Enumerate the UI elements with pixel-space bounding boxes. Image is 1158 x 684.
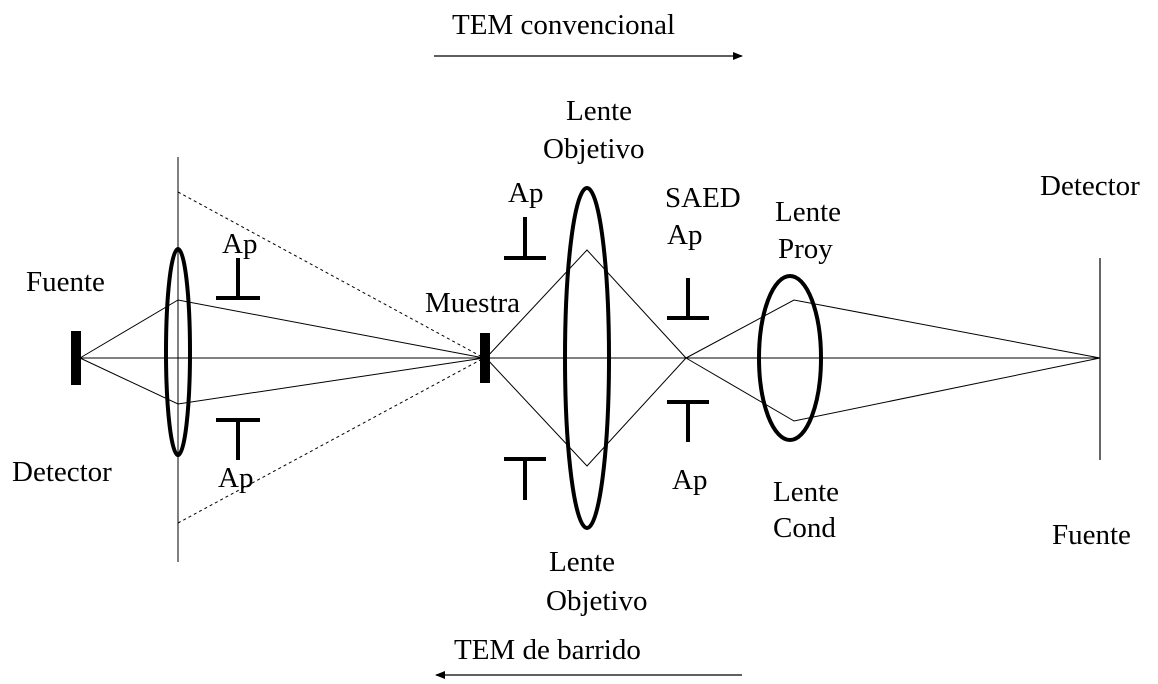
label-detector-left: Detector: [12, 456, 112, 488]
projector-lens: [757, 274, 823, 442]
aperture-saed-lower: [667, 400, 709, 442]
label-lente-proy-2: Proy: [778, 233, 833, 265]
label-ap-lower-left: Ap: [218, 462, 254, 494]
left-ray-upper: [79, 299, 485, 359]
label-saed-1: SAED: [665, 182, 741, 214]
left-source-block: [71, 331, 81, 385]
label-lente-cond-2: Cond: [773, 512, 836, 544]
label-lente-objetivo-top-2: Objetivo: [543, 133, 645, 165]
aperture-lower-left: [216, 418, 260, 460]
aperture-lower-objective: [504, 457, 546, 500]
scan-envelope-upper: [177, 191, 485, 359]
objective-ray-lower: [485, 357, 687, 467]
left-ray-lower: [79, 357, 485, 405]
objective-lens: [563, 186, 611, 530]
label-ap-lower-mid: Ap: [672, 464, 708, 496]
label-lente-objetivo-bottom-1: Lente: [549, 546, 616, 578]
scan-envelope-lower: [177, 357, 485, 524]
direction-label-scanning: TEM de barrido: [454, 634, 641, 666]
label-fuente-right: Fuente: [1052, 519, 1131, 551]
aperture-upper-left: [216, 258, 260, 300]
label-lente-objetivo-top-1: Lente: [566, 95, 633, 127]
label-saed-2: Ap: [667, 219, 703, 251]
label-muestra: Muestra: [425, 287, 521, 319]
aperture-saed-upper: [667, 278, 709, 320]
objective-ray-upper: [485, 249, 687, 359]
direction-label-conventional: TEM convencional: [452, 9, 676, 41]
label-ap-upper-left: Ap: [222, 228, 258, 260]
specimen-block: [480, 333, 490, 383]
label-ap-upper-objective: Ap: [508, 177, 544, 209]
label-detector-right: Detector: [1040, 170, 1140, 202]
projector-ray-upper: [685, 299, 1101, 359]
left-lens: [164, 247, 192, 457]
label-lente-proy-1: Lente: [775, 196, 842, 228]
label-lente-cond-1: Lente: [773, 476, 840, 508]
label-lente-objetivo-bottom-2: Objetivo: [546, 585, 648, 617]
aperture-upper-objective: [504, 217, 546, 260]
label-fuente-left: Fuente: [26, 266, 105, 298]
projector-ray-lower: [685, 357, 1101, 422]
